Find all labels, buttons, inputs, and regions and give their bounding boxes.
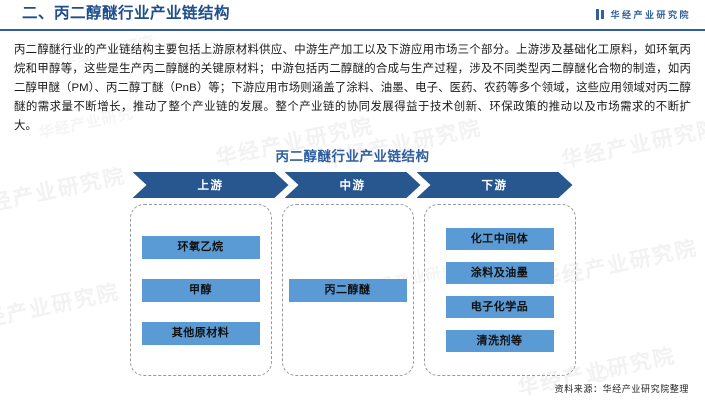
body-paragraph: 丙二醇醚行业的产业链结构主要包括上游原材料供应、中游生产加工以及下游应用市场三个… [14,44,691,132]
chart-title: 丙二醇醚行业产业链结构 [275,149,430,164]
node-item: 化工中间体 [445,228,554,250]
node-item: 涂料及油墨 [445,262,554,284]
stage-banner-downstream: 下游 [417,172,573,198]
page-header: 二、丙二醇醚行业产业链结构 华经产业研究院 [0,0,705,31]
stage-columns: 环氧乙烷 甲醇 其他原材料 丙二醇醚 化工中间体 涂料及油墨 电子化学品 清洗剂… [124,204,582,376]
node-item: 电子化学品 [445,296,554,318]
stage-column-upstream: 环氧乙烷 甲醇 其他原材料 [129,204,272,376]
value-chain-diagram: 丙二醇醚行业产业链结构 上游 中游 下游 环氧乙烷 甲醇 其他原材料 丙二醇醚 … [0,145,705,377]
brand-name: 华经产业研究院 [610,10,691,20]
source-note: 资料来源：华经产业研究院整理 [554,384,689,394]
node-item: 甲醇 [141,278,260,302]
page-title: 二、丙二醇醚行业产业链结构 [22,4,231,22]
bars-logo-icon [596,9,605,20]
stage-banner-row: 上游 中游 下游 [133,172,573,198]
stage-column-midstream: 丙二醇醚 [281,204,414,376]
stage-column-downstream: 化工中间体 涂料及油墨 电子化学品 清洗剂等 [423,204,576,376]
node-item: 环氧乙烷 [141,235,260,259]
stage-banner-upstream: 上游 [133,172,289,198]
node-item: 其他原材料 [141,321,260,345]
node-item: 丙二醇醚 [288,278,407,302]
node-item: 清洗剂等 [445,330,554,352]
stage-banner-midstream: 中游 [285,172,421,198]
brand-logo: 华经产业研究院 [596,8,691,21]
